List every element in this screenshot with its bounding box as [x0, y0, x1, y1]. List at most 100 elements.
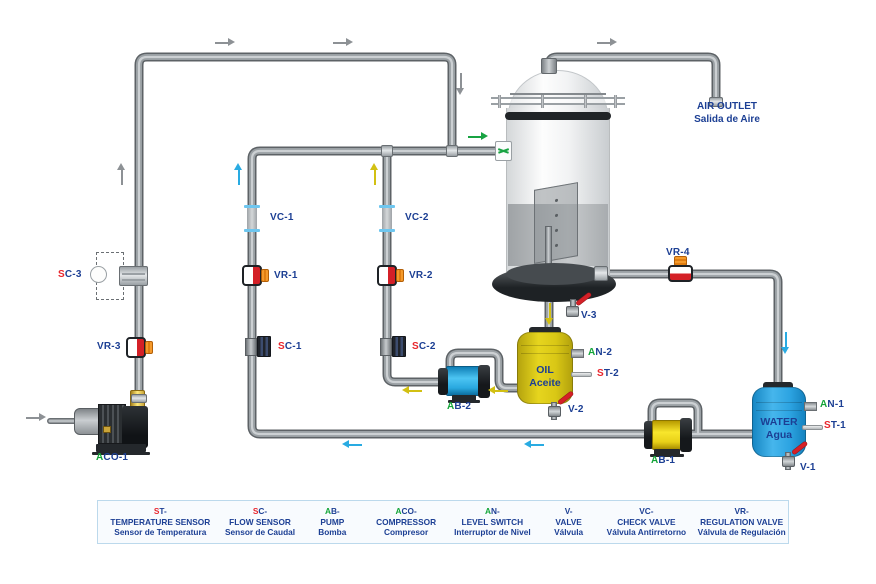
legend-name-es: Interruptor de Nivel	[454, 527, 531, 538]
legend-code: ACO-	[367, 506, 445, 517]
compressor-outlet-union	[131, 394, 147, 403]
temp-sensor-st2	[571, 372, 592, 377]
legend-name-es: Sensor de Caudal	[224, 527, 296, 538]
rail-post	[498, 95, 501, 108]
pump-ab2	[436, 362, 492, 404]
label-st2: ST-2	[597, 368, 619, 379]
label-rest: V-1	[800, 462, 816, 473]
legend-code-rest: T-	[159, 506, 167, 517]
label-prefix: A	[820, 399, 828, 410]
flow-arrow-up	[370, 163, 379, 185]
label-prefix: S	[412, 341, 419, 352]
flow-arrow-right	[215, 38, 235, 47]
label-vr1: VR-1	[274, 270, 298, 281]
temp-sensor-st1	[802, 425, 823, 430]
label-vr4: VR-4	[666, 247, 690, 258]
flow-arrow-right	[333, 38, 353, 47]
flow-arrow-right	[597, 38, 617, 47]
flow-arrow-down	[781, 332, 790, 354]
flow-sensor-sc2	[392, 336, 406, 357]
legend-name-en: PUMP	[320, 516, 345, 527]
label-rest: VR-2	[409, 270, 433, 281]
water-tank-name-es: Agua	[765, 429, 793, 441]
legend-item-v: V- VALVE Válvula	[540, 506, 598, 538]
water-tank: WATER Agua	[752, 387, 806, 457]
vessel-base-inner	[506, 263, 602, 285]
valve-v1	[782, 456, 795, 467]
label-rest: B-2	[454, 401, 472, 412]
label-prefix: A	[447, 401, 455, 412]
legend-code-prefix: S	[252, 506, 259, 517]
label-st1: ST-1	[824, 420, 846, 431]
vessel-rail-ring	[491, 97, 625, 105]
legend-item-vc: VC- CHECK VALVE Válvula Antirretorno	[598, 506, 696, 538]
label-v3: V-3	[581, 310, 597, 321]
legend-name-en: TEMPERATURE SENSOR	[110, 516, 211, 527]
rail-post	[614, 95, 617, 108]
legend-code: AB-	[297, 506, 367, 517]
label-rest: VR-4	[666, 247, 690, 258]
flow-arrow-down	[545, 303, 554, 325]
rail-post	[584, 95, 587, 108]
label-prefix: S	[278, 341, 285, 352]
vessel-baffle-plate	[534, 182, 578, 264]
valve-v2	[548, 406, 561, 417]
label-sc1: SC-1	[278, 341, 302, 352]
vr3-handle	[145, 341, 153, 354]
label-prefix: A	[588, 347, 596, 358]
check-valve-vc2	[382, 207, 392, 230]
check-valve-vc2-tick	[379, 205, 395, 208]
flow-sensor-sc3-head	[90, 266, 107, 283]
label-prefix: A	[96, 452, 104, 463]
label-prefix: S	[824, 420, 831, 431]
label-rest: C-3	[64, 269, 82, 280]
label-aco1: ACO-1	[96, 452, 128, 463]
legend-code-rest: N-	[490, 506, 500, 517]
legend-name-es: Sensor de Temperatura	[114, 527, 207, 538]
vessel-top-nozzle	[541, 58, 557, 74]
flow-arrow-left	[488, 386, 508, 395]
compressor-ribbed-body	[98, 404, 126, 444]
flow-sensor-sc2-collar	[380, 338, 392, 356]
air-outlet-flange	[709, 97, 723, 107]
vessel-inlet-sparger	[495, 141, 512, 161]
label-vr2: VR-2	[409, 270, 433, 281]
flow-arrow-left	[402, 386, 422, 395]
label-vr3: VR-3	[97, 341, 121, 352]
label-prefix: S	[58, 269, 65, 280]
label-rest: C-2	[418, 341, 436, 352]
legend-code: AN-	[445, 506, 540, 517]
label-rest: T-1	[830, 420, 846, 431]
label-ab2: AB-2	[447, 401, 471, 412]
label-rest: N-1	[827, 399, 845, 410]
pipe-strokes	[50, 57, 778, 434]
label-vc2: VC-2	[405, 212, 429, 223]
legend-code: VC-	[598, 506, 696, 517]
compressor-head-block	[122, 406, 148, 448]
water-tank-text: WATER Agua	[753, 416, 805, 442]
label-rest: VR-3	[97, 341, 121, 352]
label-v2: V-2	[568, 404, 584, 415]
label-prefix: S	[597, 368, 604, 379]
pump-ab1-foot	[654, 449, 680, 455]
regulation-valve-vr4	[668, 265, 693, 282]
legend-code-rest: VR-	[734, 506, 749, 517]
label-rest: T-2	[603, 368, 619, 379]
label-v1: V-1	[800, 462, 816, 473]
legend: S T- TEMPERATURE SENSOR Sensor de Tempera…	[97, 500, 789, 544]
legend-name-es: Válvula de Regulación	[697, 527, 786, 538]
valve-v3	[566, 306, 579, 317]
pump-ab1-base	[650, 454, 684, 457]
pump-ab2-right-cap	[478, 365, 490, 398]
legend-name-en: CHECK VALVE	[617, 516, 676, 527]
legend-code-rest: CO-	[401, 506, 417, 517]
legend-name-en: COMPRESSOR	[376, 516, 437, 527]
flow-sensor-sc1-collar	[245, 338, 257, 356]
legend-item-an: AN- LEVEL SWITCH Interruptor de Nivel	[445, 506, 540, 538]
air-outlet-en: AIR OUTLET	[697, 101, 757, 112]
flow-arrow-up	[117, 163, 126, 185]
level-switch-an2	[571, 349, 584, 358]
label-prefix: A	[651, 455, 659, 466]
legend-code-rest: V-	[564, 506, 573, 517]
